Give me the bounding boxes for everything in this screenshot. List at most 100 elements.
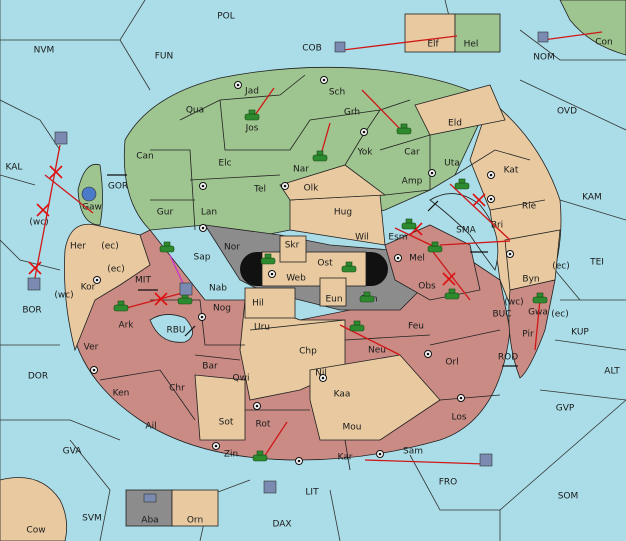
label-dor: DOR [28, 372, 48, 382]
supply-center-icon [281, 182, 289, 190]
army-tank-icon [359, 291, 375, 303]
region-north-landmass [123, 66, 491, 241]
label-orn: Orn [187, 516, 203, 526]
label-web: Web [286, 274, 306, 284]
label-aba: Aba [141, 516, 158, 526]
region-elf[interactable] [404, 13, 456, 53]
label-gur: Gur [157, 208, 174, 218]
region-eld [414, 84, 506, 136]
fleet-ship-icon [479, 453, 493, 467]
fleet-ship-icon [263, 480, 277, 494]
army-tank-icon [532, 292, 548, 304]
army-tank-icon [113, 300, 129, 312]
label-tel: Tel [253, 185, 266, 195]
label-zin: Zin [224, 450, 238, 460]
supply-center-icon [93, 276, 101, 284]
label-coast-wc-2: (wc) [54, 291, 73, 301]
fleet-ship-icon [179, 282, 193, 296]
region-eun[interactable] [319, 277, 347, 307]
label-bor: BOR [22, 306, 41, 316]
supply-centers [90, 76, 514, 465]
label-olk: Olk [304, 184, 320, 194]
army-tank-icon [401, 218, 417, 230]
label-alt: ALT [604, 367, 620, 377]
army-tank-icon [349, 320, 365, 332]
region-hil[interactable] [244, 287, 296, 319]
label-sma: SMA [456, 226, 476, 236]
dislodged-markers [28, 165, 486, 306]
army-tank-icon [159, 241, 175, 253]
label-som: SOM [558, 492, 579, 502]
fleet-ship-icon [334, 41, 346, 53]
label-hel: Hel [464, 40, 479, 50]
label-amp: Amp [402, 177, 423, 187]
label-jos: Jos [245, 124, 259, 134]
label-ail: Ail [145, 422, 156, 432]
label-her: Her [70, 242, 86, 252]
label-nom: NOM [533, 53, 555, 63]
label-gvp: GVP [556, 404, 575, 414]
label-lit: LIT [305, 488, 319, 498]
supply-center-icon [234, 81, 242, 89]
label-ver: Ver [84, 343, 99, 353]
army-tank-icon [396, 123, 412, 135]
fleet-ship-icon [143, 493, 157, 503]
label-kor: Kor [81, 283, 96, 293]
supply-center-icon [319, 374, 327, 382]
label-coast-ec-2: (ec) [107, 265, 125, 275]
inner-borders [99, 74, 546, 471]
label-los: Los [451, 413, 466, 423]
label-kat: Kat [504, 166, 519, 176]
label-esm: Esm [388, 233, 407, 243]
label-buc: BUC [492, 310, 511, 320]
label-pol: POL [217, 12, 235, 22]
label-neu: Neu [368, 346, 386, 356]
dislodged-cross-icon [28, 261, 42, 275]
supply-center-icon [199, 224, 207, 232]
label-eun: Eun [325, 295, 342, 305]
label-chr: Chr [169, 384, 185, 394]
label-hil: Hil [252, 299, 264, 309]
label-chp: Chp [299, 347, 317, 357]
label-obs: Obs [418, 282, 436, 292]
label-ken: Ken [113, 389, 130, 399]
fleet-ship-icon [81, 186, 97, 202]
label-kal: KAL [6, 163, 23, 173]
label-kar: Kar [338, 453, 353, 463]
supply-center-icon [376, 450, 384, 458]
label-elc: Elc [218, 159, 231, 169]
label-yok: Yok [356, 148, 373, 158]
army-tank-icon [177, 293, 193, 305]
label-kaa: Kaa [334, 390, 351, 400]
label-qwi: Qwi [233, 374, 250, 384]
supply-center-icon [268, 270, 276, 278]
label-con: Con [595, 38, 613, 48]
region-hel[interactable] [454, 13, 501, 53]
label-coast-wc-1: (wc) [29, 218, 48, 228]
label-grh: Grh [344, 108, 360, 118]
region-orn[interactable] [171, 489, 219, 527]
label-kam: KAM [582, 193, 602, 203]
label-mel: Mel [409, 254, 425, 264]
channel-arrows [107, 174, 518, 367]
label-uta: Uta [444, 159, 460, 169]
label-coast-wc-3: (wc) [504, 298, 523, 308]
label-nil: Nil [315, 369, 327, 379]
region-skr[interactable] [279, 235, 307, 263]
region-cow[interactable] [0, 477, 68, 541]
label-bar: Bar [202, 362, 218, 372]
army-tank-icon [260, 253, 276, 265]
region-sot [194, 374, 246, 441]
fleet-ship-icon [54, 131, 68, 145]
supply-center-icon [295, 457, 303, 465]
label-byn: Byn [522, 275, 539, 285]
label-sch: Sch [329, 88, 345, 98]
label-rod: ROD [498, 353, 518, 363]
supply-center-icon [506, 250, 514, 258]
label-wil: Wil [355, 233, 369, 243]
label-sot: Sot [219, 418, 234, 428]
army-tank-icon [341, 261, 357, 273]
dislodged-cross-icon [472, 193, 486, 207]
supply-center-icon [253, 402, 261, 410]
label-gva: GVA [63, 447, 83, 457]
